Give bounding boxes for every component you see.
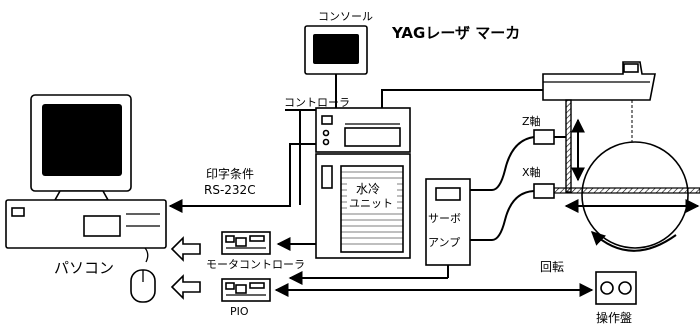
x-axis-motor [533,183,555,199]
print-conditions-label: 印字条件 [206,166,254,181]
servo-amp-label-2: アンプ [428,236,460,249]
servo-amp-label-1: サーボ [428,212,461,225]
water-cooling-label-1: 水冷 [356,182,380,196]
z-axis-label: Z軸 [522,114,541,128]
z-axis-rail [565,99,572,193]
pio-board [221,278,271,302]
pc-label: パソコン [54,259,114,277]
x-axis-shaft [553,187,700,194]
computer [5,94,167,249]
operation-panel [595,271,637,305]
x-axis-label: X軸 [522,165,541,179]
motor-controller-label: モータコントローラ [206,258,305,271]
motor-controller-board [221,231,271,255]
motor-controller-arrow [170,236,201,262]
title-label: YAGレーザ マーカ [391,24,520,42]
water-cooling-unit [315,153,411,259]
mouse [130,247,156,303]
servo-amp [425,178,471,266]
console-unit [304,25,368,75]
controller-label: コントローラ [284,96,350,109]
console-label: コンソール [318,10,373,23]
pio-arrow [170,274,201,300]
pio-label: PIO [230,305,249,318]
z-axis-motor [533,129,555,145]
water-cooling-label-2: ユニット [349,197,393,210]
laser-head [542,61,656,101]
operation-panel-label: 操作盤 [596,310,632,325]
rs232c-label: RS-232C [204,183,256,197]
controller-unit [315,107,411,153]
rotation-label: 回転 [540,260,564,274]
workpiece [581,141,689,249]
